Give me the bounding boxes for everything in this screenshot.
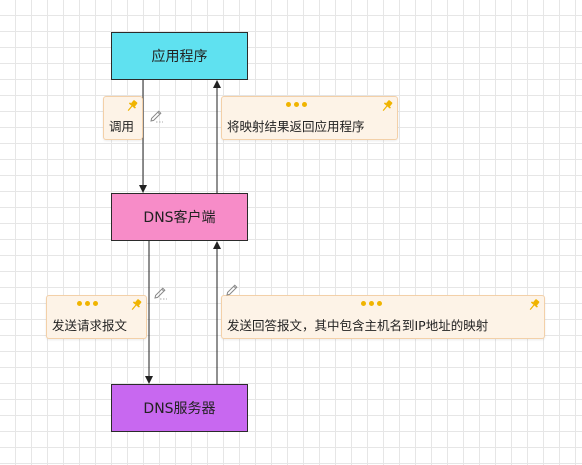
- dns-server-node-label: DNS服务器: [143, 401, 216, 417]
- send-request-note[interactable]: 发送请求报文: [46, 295, 147, 339]
- call-note-text: 调用: [109, 119, 135, 134]
- dns-client-node[interactable]: DNS客户端: [111, 193, 248, 241]
- pencil-icon[interactable]: [148, 108, 164, 124]
- ellipsis-icon[interactable]: [361, 301, 382, 306]
- pushpin-icon[interactable]: [380, 99, 394, 113]
- send-answer-note-text: 发送回答报文，其中包含主机名到IP地址的映射: [227, 318, 489, 333]
- dns-server-node[interactable]: DNS服务器: [111, 384, 248, 432]
- mapping-result-note[interactable]: 将映射结果返回应用程序: [221, 96, 398, 140]
- call-note[interactable]: 调用: [103, 96, 143, 140]
- send-request-note-text: 发送请求报文: [52, 318, 128, 333]
- send-answer-note[interactable]: 发送回答报文，其中包含主机名到IP地址的映射: [221, 295, 545, 339]
- pushpin-icon[interactable]: [129, 298, 143, 312]
- pencil-icon[interactable]: [224, 282, 240, 298]
- mapping-result-note-text: 将映射结果返回应用程序: [227, 119, 365, 134]
- ellipsis-icon[interactable]: [286, 102, 307, 107]
- pushpin-icon[interactable]: [125, 99, 139, 113]
- application-node-label: 应用程序: [151, 49, 208, 65]
- dns-client-node-label: DNS客户端: [143, 210, 216, 226]
- ellipsis-icon[interactable]: [77, 301, 98, 306]
- pushpin-icon[interactable]: [527, 298, 541, 312]
- application-node[interactable]: 应用程序: [111, 32, 248, 80]
- pencil-icon[interactable]: [152, 285, 168, 301]
